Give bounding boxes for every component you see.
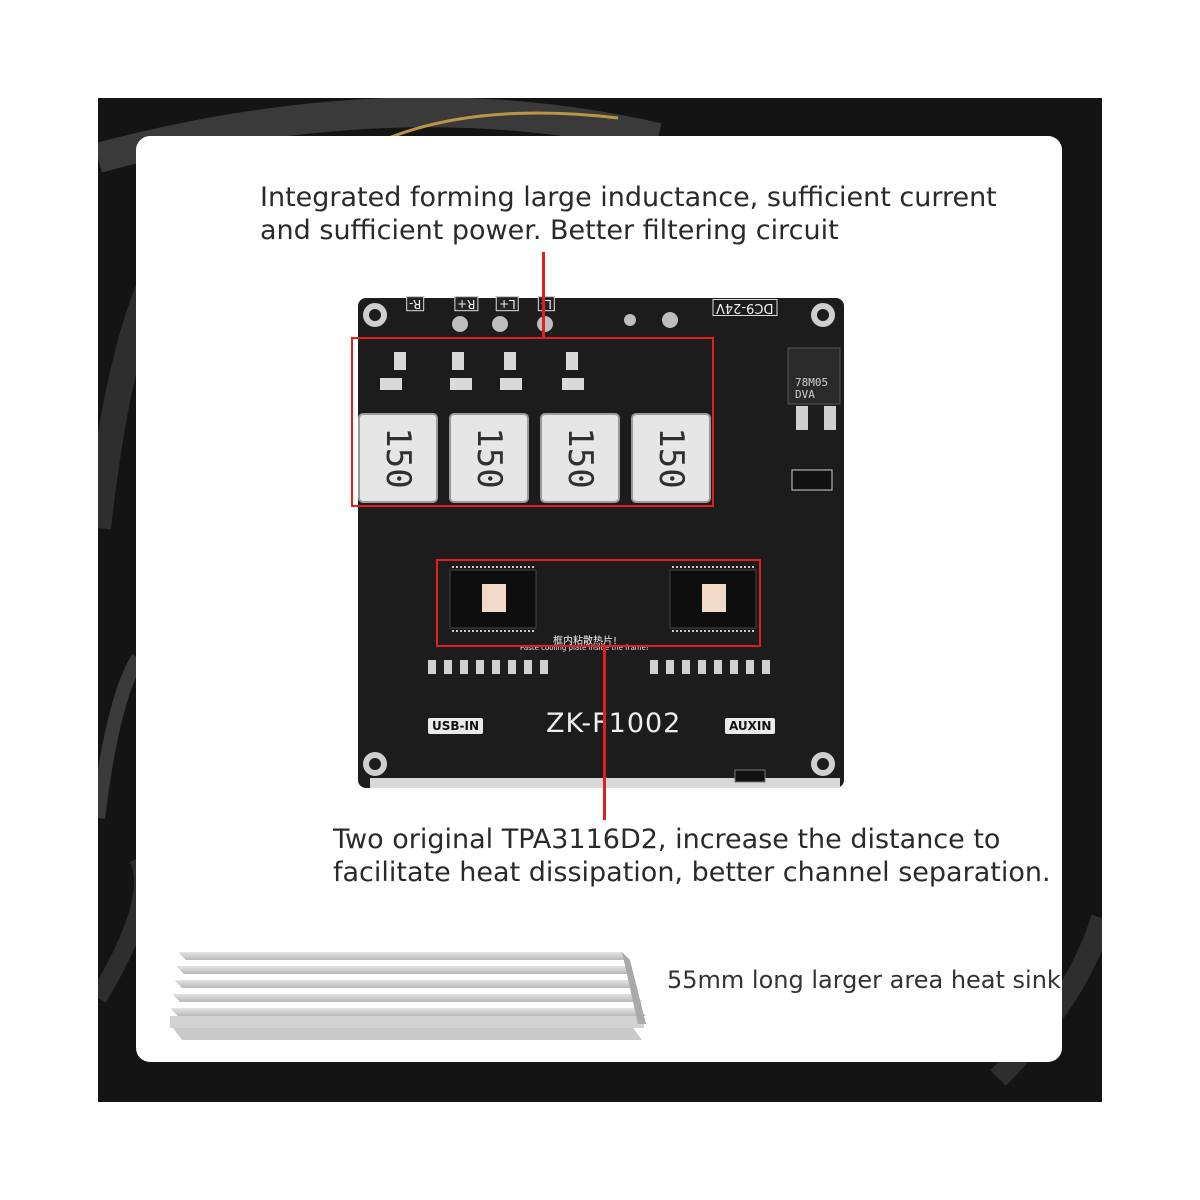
inductor-pointer-line <box>542 252 545 338</box>
heat-sink-image <box>170 952 646 1040</box>
terminal-label-l-minus: L- <box>538 296 555 312</box>
regulator-marking: 78M05 DVA <box>795 376 829 402</box>
regulator-marking-line-1: 78M05 <box>795 376 829 389</box>
terminal-label-r-minus: R- <box>406 296 425 312</box>
chip-caption: Two original TPA3116D2, increase the dis… <box>333 824 1051 890</box>
voltage-label: DC9-24V <box>712 299 778 316</box>
inductor-highlight-box <box>351 337 714 507</box>
chip-caption-line-1: Two original TPA3116D2, increase the dis… <box>333 824 1001 855</box>
terminal-label-r-plus: R+ <box>454 296 479 312</box>
chip-pointer-line <box>603 645 606 820</box>
heat-sink-caption: 55mm long larger area heat sink <box>667 966 1061 994</box>
usb-in-label: USB-IN <box>428 718 484 734</box>
cooling-plate-label: Paste cooling plate inside the frame! <box>520 644 649 652</box>
inductor-caption: Integrated forming large inductance, suf… <box>260 182 997 248</box>
cooling-plate-label-cn: 框内粘散热片! <box>553 636 618 647</box>
aux-in-label: AUXIN <box>725 718 776 734</box>
board-model-label: ZK-F1002 <box>546 708 682 739</box>
terminal-label-l-plus: L+ <box>496 296 519 312</box>
inductor-caption-line-1: Integrated forming large inductance, suf… <box>260 182 997 213</box>
chip-highlight-box <box>436 559 761 647</box>
chip-caption-line-2: facilitate heat dissipation, better chan… <box>333 856 1051 888</box>
inductor-caption-line-2: and sufficient power. Better filtering c… <box>260 214 839 246</box>
regulator-marking-line-2: DVA <box>795 388 815 402</box>
